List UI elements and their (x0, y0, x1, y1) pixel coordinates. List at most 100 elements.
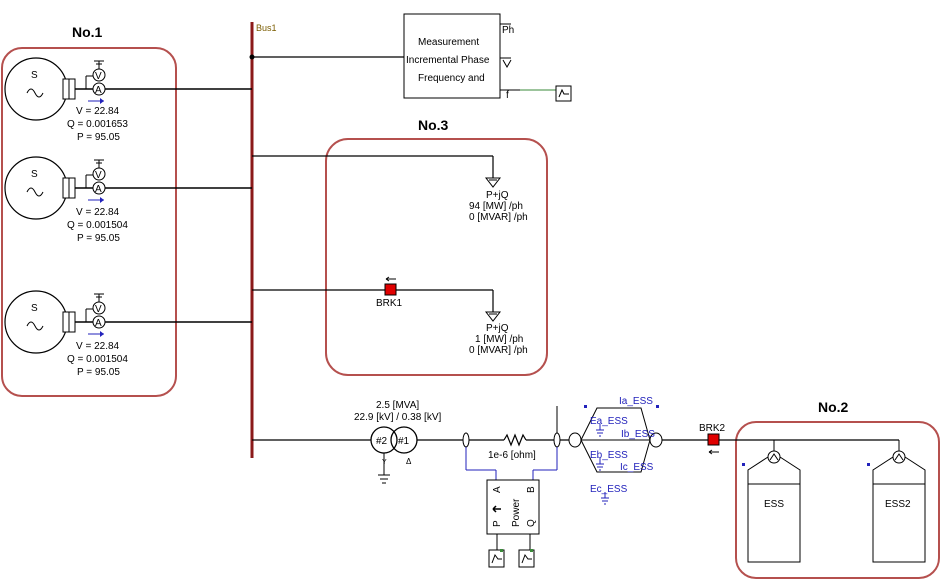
generator-3-icon (4, 290, 68, 354)
ess-feeder[interactable]: BRK2 ESS ESS2 (699, 423, 926, 563)
transformer-w2-label: #2 (376, 436, 388, 447)
power-meter-b: B (526, 486, 537, 493)
power-meter-title: Power (511, 498, 522, 527)
voltmeter-label: V (95, 71, 102, 82)
signal-ec: Ec_ESS (590, 484, 628, 495)
current-sensor-1 (462, 432, 470, 448)
generator-2-icon (4, 156, 68, 220)
load-1-arrow-icon (484, 177, 502, 188)
ammeter-label: A (95, 184, 102, 195)
load-1-q: 0 [MVAR] /ph (469, 212, 528, 223)
ess-1-label: ESS (764, 499, 784, 510)
generator-1-icon (4, 57, 68, 121)
group-label-no1: No.1 (72, 24, 103, 40)
load-1-label: P+jQ (486, 190, 509, 201)
load-2-q: 0 [MVAR] /ph (469, 345, 528, 356)
ess-2-label: ESS2 (885, 499, 911, 510)
generator-3-q: Q = 0.001504 (67, 354, 128, 365)
ammeter-icon (92, 82, 106, 96)
measurement-port-ph: Ph (502, 25, 514, 36)
generator-2-v: V = 22.84 (76, 207, 120, 218)
group-box-no2 (735, 421, 940, 579)
transformer-rating: 2.5 [MVA] (376, 400, 419, 411)
measurement-line-1: Measurement (418, 37, 479, 48)
power-meter[interactable]: A B Power P Q (486, 479, 540, 568)
transformer-voltage: 22.9 [kV] / 0.38 [kV] (354, 412, 441, 423)
bus1-label: Bus1 (256, 23, 277, 33)
ess-1-box[interactable] (747, 483, 801, 563)
signal-ic: Ic_ESS (620, 462, 654, 473)
current-sensor-2 (553, 432, 561, 448)
group-label-no2: No.2 (818, 399, 849, 415)
ammeter-icon (92, 181, 106, 195)
transformer-delta-label: Δ (406, 457, 412, 466)
sine-icon (26, 321, 44, 331)
load-1[interactable]: P+jQ 94 [MW] /ph 0 [MVAR] /ph (252, 155, 528, 223)
measurement-block[interactable]: Measurement Incremental Phase Frequency … (249, 13, 572, 102)
ground-icon (596, 458, 604, 471)
ground-icon (596, 424, 604, 437)
ammeter-icon (92, 315, 106, 329)
generator-3-v: V = 22.84 (76, 341, 120, 352)
power-meter-arrow-icon (492, 505, 501, 513)
load-1-p: 94 [MW] /ph (469, 201, 523, 212)
signal-eb: Eb_ESS (590, 450, 628, 461)
voltmeter-label: V (95, 170, 102, 181)
brk2-label: BRK2 (699, 423, 726, 434)
resistor-value: 1e-6 [ohm] (488, 450, 536, 461)
generator-2[interactable]: S V A V = 22.84 Q = 0.001504 P = 95.05 (4, 156, 252, 244)
generator-3[interactable]: S V A V = 22.84 Q = 0.001504 P = 95.05 (4, 290, 252, 378)
voltmeter-label: V (95, 304, 102, 315)
transformer-w1-label: #1 (398, 436, 410, 447)
sine-icon (26, 88, 44, 98)
ess-1-meter (767, 450, 781, 464)
generator-1-q: Q = 0.001653 (67, 119, 128, 130)
power-meter-p: P (492, 520, 503, 527)
power-meter-q: Q (526, 519, 537, 527)
group-box-no3 (325, 138, 548, 376)
brk2-breaker[interactable] (707, 433, 720, 446)
group-label-no3: No.3 (418, 117, 449, 133)
brk1-arrow-icon (385, 276, 396, 282)
generator-1[interactable]: S V A V = 22.84 Q = 0.001653 P = 95.05 (4, 57, 252, 143)
load-2-arrow-icon (484, 311, 502, 322)
measurement-line-2: Incremental Phase (406, 55, 490, 66)
power-meter-a: A (492, 486, 503, 493)
generator-1-symbol: S (31, 70, 38, 81)
transformer-feeder[interactable]: 2.5 [MVA] 22.9 [kV] / 0.38 [kV] #2 #1 Y … (252, 400, 570, 484)
ammeter-label: A (95, 318, 102, 329)
integrator-icon (502, 59, 512, 69)
generator-2-symbol: S (31, 169, 38, 180)
brk2-arrow-icon (708, 449, 719, 455)
generator-2-p: P = 95.05 (77, 233, 120, 244)
signal-ea: Ea_ESS (590, 416, 628, 427)
group-box-no1 (1, 47, 177, 397)
measurement-line-3: Frequency and (418, 73, 485, 84)
generator-2-q: Q = 0.001504 (67, 220, 128, 231)
generator-3-symbol: S (31, 303, 38, 314)
generator-1-v: V = 22.84 (76, 106, 120, 117)
signal-ib: Ib_ESS (621, 429, 655, 440)
sine-icon (26, 187, 44, 197)
signal-branches[interactable]: Ia_ESS Ea_ESS Ib_ESS Eb_ESS Ic_ESS Ec_ES… (568, 396, 708, 505)
resistor-icon[interactable] (503, 433, 527, 447)
phase-sensor-left (568, 432, 582, 448)
generator-1-p: P = 95.05 (77, 132, 120, 143)
ammeter-label: A (95, 85, 102, 96)
load-2[interactable]: BRK1 P+jQ 1 [MW] /ph 0 [MVAR] /ph (252, 276, 528, 356)
generator-3-p: P = 95.05 (77, 367, 120, 378)
brk1-label: BRK1 (376, 298, 403, 309)
p-output-icon[interactable] (488, 549, 505, 568)
ground-icon (601, 492, 609, 505)
ess-2-box[interactable] (872, 483, 926, 563)
measurement-port-f: f (506, 90, 509, 101)
brk1-breaker[interactable] (384, 283, 397, 296)
load-2-label: P+jQ (486, 323, 509, 334)
q-output-icon[interactable] (518, 549, 535, 568)
load-2-p: 1 [MW] /ph (475, 334, 523, 345)
ess-2-meter (892, 450, 906, 464)
signal-ia: Ia_ESS (619, 396, 653, 407)
measurement-box (403, 13, 501, 99)
